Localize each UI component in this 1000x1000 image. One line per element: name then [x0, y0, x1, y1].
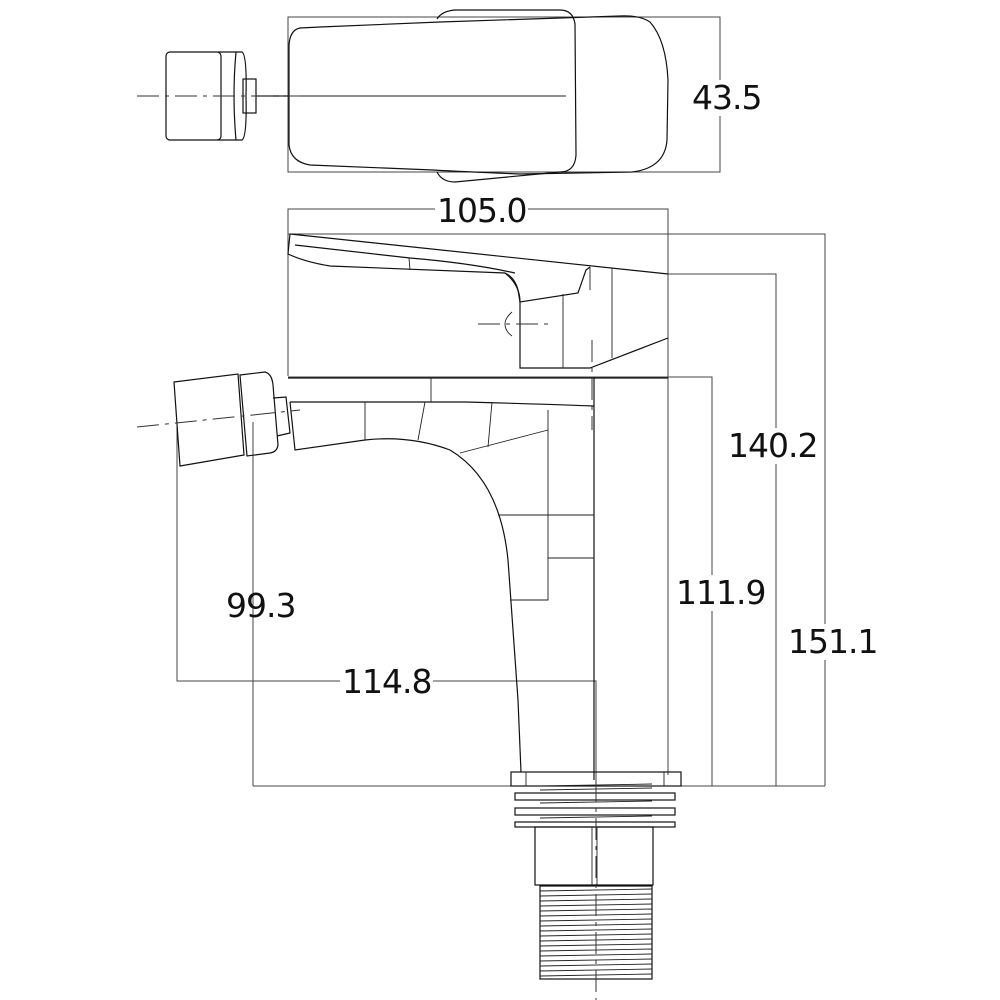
dim-151-lines — [288, 233, 826, 786]
body-upper-band — [290, 401, 595, 407]
spout-facets — [364, 401, 594, 601]
nozzle-centerline — [136, 414, 254, 428]
lever-outline — [288, 15, 669, 175]
dim-label-total-height: 151.1 — [786, 622, 880, 661]
washer-2 — [514, 807, 676, 816]
dim-label-body-length: 105.0 — [435, 191, 529, 230]
nozzle-cap-side — [173, 373, 245, 467]
spout-front — [289, 401, 522, 773]
nozzle-stem-side — [272, 396, 291, 437]
lock-nut — [534, 826, 654, 886]
dim-label-nozzle-reach: 114.8 — [340, 662, 434, 701]
top-view — [137, 9, 721, 183]
lever-pin — [504, 311, 513, 337]
dim-label-nozzle-height: 99.3 — [226, 586, 296, 625]
nozzle-centerline-2 — [252, 409, 301, 416]
washer-3 — [514, 821, 676, 828]
dim-label-spout-height: 111.9 — [674, 573, 768, 612]
lever-underside — [287, 233, 591, 303]
body-outline — [436, 9, 577, 183]
washer-1 — [514, 792, 676, 801]
nozzle-ring — [218, 51, 247, 141]
dim-111-lines — [288, 376, 713, 786]
top-view-bounding-box — [287, 16, 721, 173]
nozzle-ring-side — [239, 371, 279, 457]
dim-label-overall-height: 140.2 — [726, 426, 820, 465]
lever-edge — [294, 244, 516, 274]
lever-seam — [408, 257, 411, 271]
dim-label-top-width: 43.5 — [690, 78, 764, 117]
lever-body — [504, 272, 669, 369]
side-view — [136, 208, 826, 1000]
dim-140-lines — [668, 273, 777, 786]
lever-top — [289, 233, 669, 275]
